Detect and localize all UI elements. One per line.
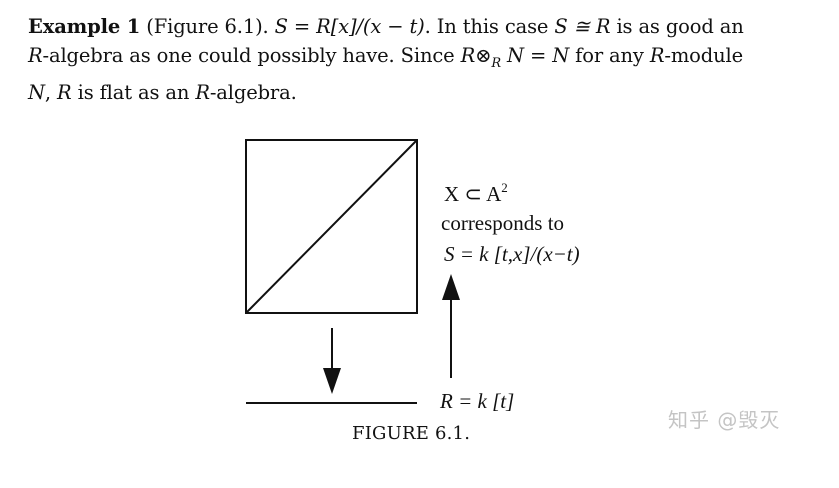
text-fragment: is flat as an <box>71 80 196 104</box>
down-arrow-head <box>323 368 341 394</box>
example-label: Example 1 <box>28 15 141 38</box>
math-expression: R <box>28 44 43 67</box>
paragraph-line-3: N, R is flat as an R-algebra. <box>28 78 828 107</box>
paragraph-line-2: R-algebra as one could possibly have. Si… <box>28 41 828 78</box>
text-fragment: (Figure 6.1). <box>140 15 275 38</box>
label-x-superscript: 2 <box>501 180 508 195</box>
label-x-text: X ⊂ A <box>444 182 502 206</box>
text-fragment: -algebra. <box>209 80 297 104</box>
math-expression: S ≅ R <box>554 15 611 38</box>
text-fragment: , <box>44 80 58 104</box>
math-expression: R⊗ <box>460 44 492 67</box>
math-expression: R <box>649 44 665 67</box>
watermark: 知乎 @毁灭 <box>668 408 781 432</box>
math-expression: S = R[x]/(x − t) <box>274 15 425 38</box>
math-expression: N <box>28 80 45 104</box>
label-s-ring: S = k [t,x]/(x−t) <box>444 242 580 266</box>
figure-caption: FIGURE 6.1. <box>352 423 471 444</box>
example-paragraph: Example 1 (Figure 6.1). S = R[x]/(x − t)… <box>28 12 828 107</box>
math-subscript: R <box>491 55 501 71</box>
text-fragment: is as good an <box>610 15 744 38</box>
up-arrow-head <box>442 274 460 300</box>
text-fragment: -algebra as one could possibly have. Sin… <box>42 44 461 67</box>
label-x-subset-a2: X ⊂ A2 <box>444 180 508 207</box>
text-fragment: . In this case <box>424 15 555 38</box>
label-corresponds: corresponds to <box>441 211 565 235</box>
label-r-ring: R = k [t] <box>440 389 515 413</box>
math-expression: N = N <box>500 44 570 67</box>
square-box <box>245 139 418 314</box>
text-fragment: for any <box>569 44 650 67</box>
math-expression: R <box>57 80 72 104</box>
diagonal-line <box>245 139 418 314</box>
math-expression: R <box>195 80 210 104</box>
paragraph-line-1: Example 1 (Figure 6.1). S = R[x]/(x − t)… <box>28 12 828 41</box>
text-fragment: -module <box>664 44 743 67</box>
